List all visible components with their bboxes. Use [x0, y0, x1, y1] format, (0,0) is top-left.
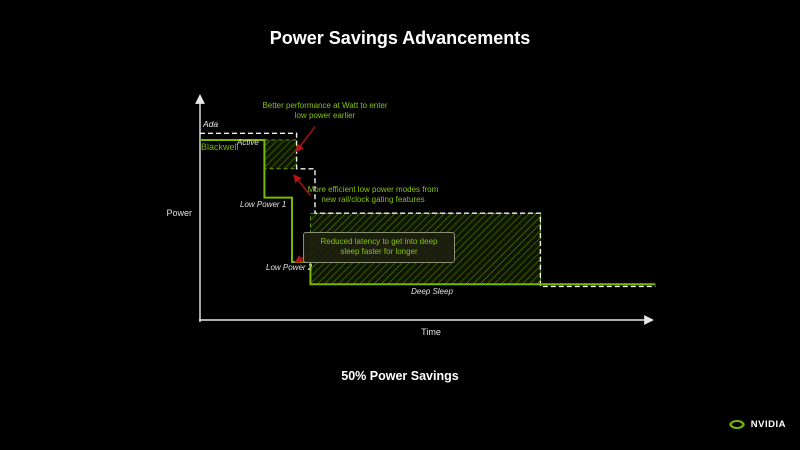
state-label-low-power-2: Low Power 2 — [266, 263, 313, 272]
annotation-more-efficient: More efficient low power modes from new … — [307, 185, 439, 205]
power-savings-stat: 50% Power Savings — [341, 369, 459, 383]
y-axis-label: Power — [166, 208, 192, 218]
state-label-deep-sleep: Deep Sleep — [411, 287, 453, 296]
slide-title: Power Savings Advancements — [269, 28, 531, 48]
state-label-low-power-1: Low Power 1 — [240, 200, 287, 209]
nvidia-logo: NVIDIA — [728, 418, 786, 431]
annotation-better-performance: Better performance at Watt to enter low … — [262, 101, 388, 121]
annotation-reduced-latency: Reduced latency to get into deep sleep f… — [303, 232, 455, 263]
nvidia-wordmark: NVIDIA — [750, 419, 786, 430]
x-axis-label: Time — [421, 327, 441, 337]
series-label-blackwell: Blackwell — [201, 142, 239, 152]
nvidia-eye-icon — [729, 420, 745, 429]
series-label-ada: Ada — [203, 119, 219, 129]
state-label-active: Active — [237, 138, 259, 147]
